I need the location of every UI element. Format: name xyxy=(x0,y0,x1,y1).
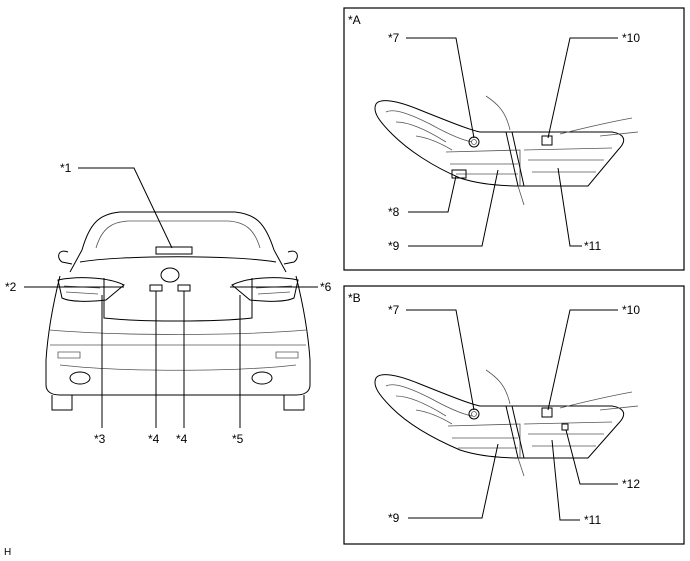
panel-a: *A xyxy=(343,7,685,271)
leader-b10 xyxy=(547,309,618,411)
panel-a-label: *A xyxy=(348,13,361,27)
callout-3: *3 xyxy=(94,432,106,446)
panel-b-callout-10: *10 xyxy=(622,303,640,317)
leader-a7 xyxy=(406,37,475,139)
leader-b12 xyxy=(565,429,618,485)
panel-a-callout-7: *7 xyxy=(388,31,400,45)
panel-b-label: *B xyxy=(348,291,361,305)
panel-b-callout-11: *11 xyxy=(584,513,601,527)
vehicle-rear-view xyxy=(45,211,311,411)
leader-1 xyxy=(78,167,173,249)
panel-a-leaders xyxy=(406,37,618,247)
panel-b: *B xyxy=(343,285,685,545)
panel-a-callout-10: *10 xyxy=(622,31,640,45)
leader-a11 xyxy=(557,167,582,247)
main-leaders xyxy=(24,167,318,428)
panel-a-callout-9: *9 xyxy=(388,239,400,253)
panel-b-leaders xyxy=(406,309,618,521)
callout-2: *2 xyxy=(5,280,17,294)
panel-b-callout-12: *12 xyxy=(622,477,640,491)
leader-b11 xyxy=(551,439,580,521)
panel-a-callout-11: *11 xyxy=(584,239,601,253)
callout-4b: *4 xyxy=(176,432,188,446)
leader-a9 xyxy=(408,169,499,247)
figure-code: H xyxy=(4,547,11,558)
callout-4a: *4 xyxy=(148,432,160,446)
leader-b9 xyxy=(408,443,499,519)
panel-b-callout-9: *9 xyxy=(388,511,400,525)
panel-b-callout-7: *7 xyxy=(388,303,400,317)
callout-6: *6 xyxy=(320,280,332,294)
leader-a10 xyxy=(547,37,618,139)
leader-b7 xyxy=(406,309,475,411)
leader-a8 xyxy=(408,175,457,213)
callout-1: *1 xyxy=(60,161,72,175)
callout-5: *5 xyxy=(232,432,244,446)
panel-a-callout-8: *8 xyxy=(388,205,400,219)
